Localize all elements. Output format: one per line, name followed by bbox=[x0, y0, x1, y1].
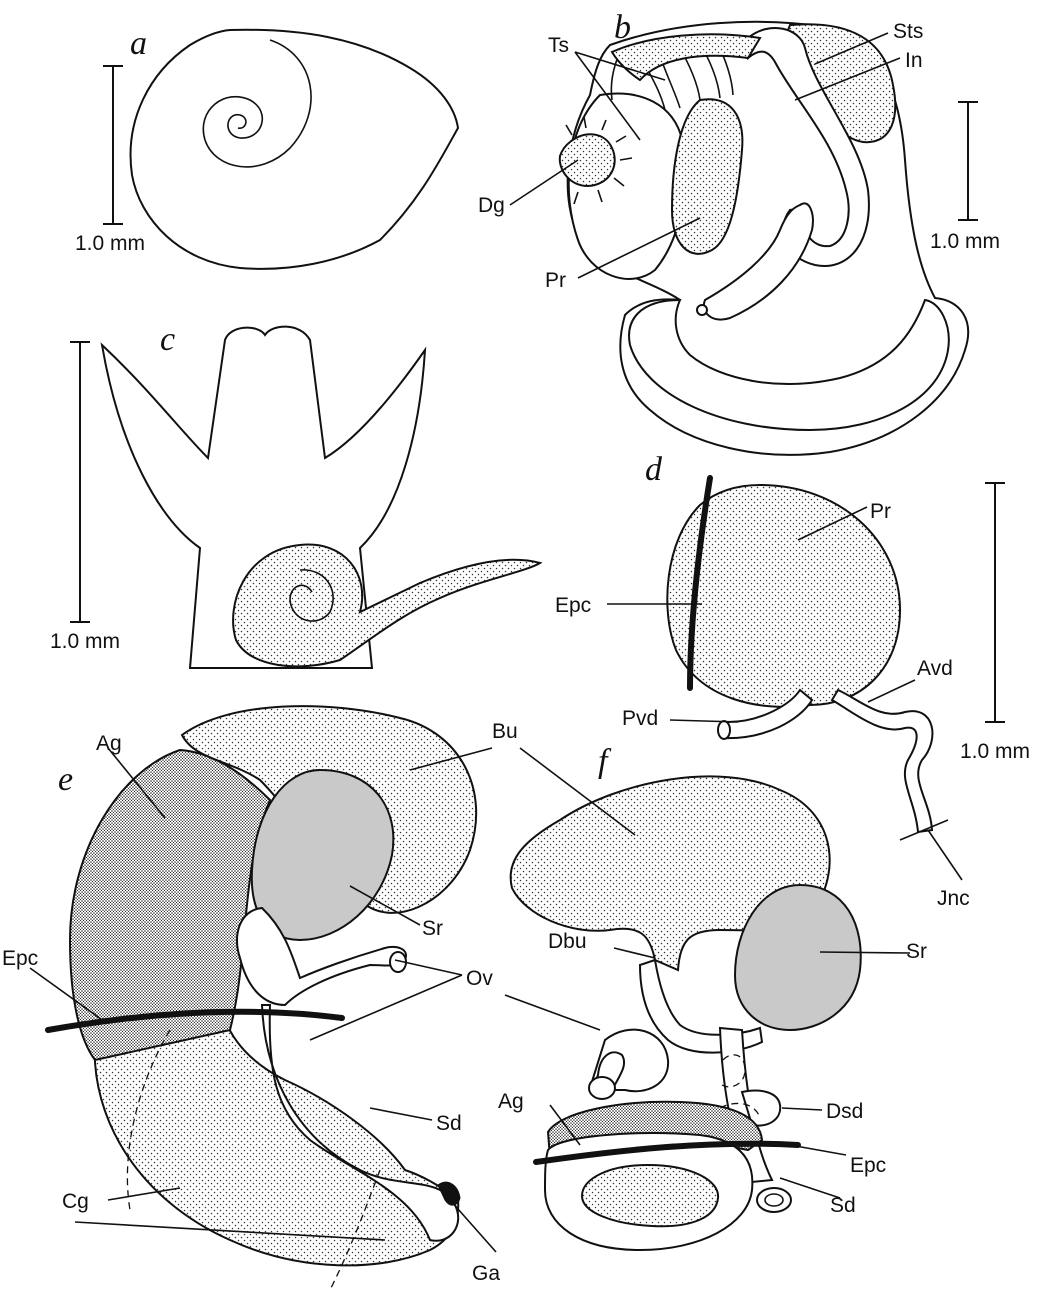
label-b-Ts: Ts bbox=[548, 34, 569, 57]
panel-b-scale-bar bbox=[958, 102, 978, 220]
panel-b: b 1.0 mm bbox=[478, 9, 1000, 455]
panel-d-letter: d bbox=[645, 451, 663, 488]
label-b-Sts: Sts bbox=[893, 20, 923, 43]
panel-c-letter: c bbox=[160, 321, 175, 358]
label-e-Bu: Bu bbox=[492, 720, 518, 743]
label-e-Ov: Ov bbox=[466, 967, 493, 990]
label-b-Pr: Pr bbox=[545, 269, 566, 292]
anal-opening bbox=[697, 305, 707, 315]
penis-coil bbox=[233, 545, 540, 667]
label-e-Sr: Sr bbox=[422, 917, 443, 940]
capsular-gland-e bbox=[95, 1020, 459, 1265]
label-d-Pvd: Pvd bbox=[622, 707, 658, 730]
panel-d-scale-bar bbox=[985, 483, 1005, 722]
panel-e: e Ag Bu bbox=[2, 706, 518, 1290]
label-f-Epc: Epc bbox=[850, 1154, 886, 1177]
panel-c-scale-label: 1.0 mm bbox=[50, 630, 120, 653]
panel-f-letter: f bbox=[598, 743, 612, 780]
panel-f: f Dbu Sr Ov bbox=[498, 743, 927, 1250]
panel-a-letter: a bbox=[130, 25, 147, 62]
label-e-Epc: Epc bbox=[2, 947, 38, 970]
anterior-vas-deferens bbox=[832, 690, 932, 832]
label-e-Ga: Ga bbox=[472, 1262, 500, 1285]
label-e-Ag: Ag bbox=[96, 732, 122, 755]
label-b-In: In bbox=[905, 49, 923, 72]
panel-c-scale-bar bbox=[70, 342, 90, 622]
label-f-Ag: Ag bbox=[498, 1090, 524, 1113]
panel-a-scale-bar bbox=[103, 66, 123, 224]
pvd-opening bbox=[718, 721, 730, 739]
panel-c: c 1.0 mm bbox=[50, 321, 540, 668]
label-e-Cg: Cg bbox=[62, 1190, 89, 1213]
label-f-Sd: Sd bbox=[830, 1194, 856, 1217]
label-b-Dg: Dg bbox=[478, 194, 505, 217]
digestive-gland bbox=[560, 134, 615, 186]
label-f-Dbu: Dbu bbox=[548, 930, 587, 953]
panel-a-scale-label: 1.0 mm bbox=[75, 232, 145, 255]
shell-outline bbox=[131, 30, 458, 269]
label-d-Avd: Avd bbox=[917, 657, 953, 680]
panel-d-scale-label: 1.0 mm bbox=[960, 740, 1030, 763]
label-f-Dsd: Dsd bbox=[826, 1100, 863, 1123]
vagina-lumen bbox=[582, 1165, 718, 1226]
sperm-duct-opening-f bbox=[757, 1188, 791, 1212]
panel-e-letter: e bbox=[58, 761, 73, 798]
oviduct-opening-f bbox=[589, 1077, 615, 1099]
label-d-Pr: Pr bbox=[870, 500, 891, 523]
label-d-Epc: Epc bbox=[555, 594, 591, 617]
label-f-Sr: Sr bbox=[906, 940, 927, 963]
panel-a: a 1.0 mm bbox=[75, 25, 458, 269]
label-d-Jnc: Jnc bbox=[937, 887, 970, 910]
panel-b-scale-label: 1.0 mm bbox=[930, 230, 1000, 253]
label-e-Sd: Sd bbox=[436, 1112, 462, 1135]
